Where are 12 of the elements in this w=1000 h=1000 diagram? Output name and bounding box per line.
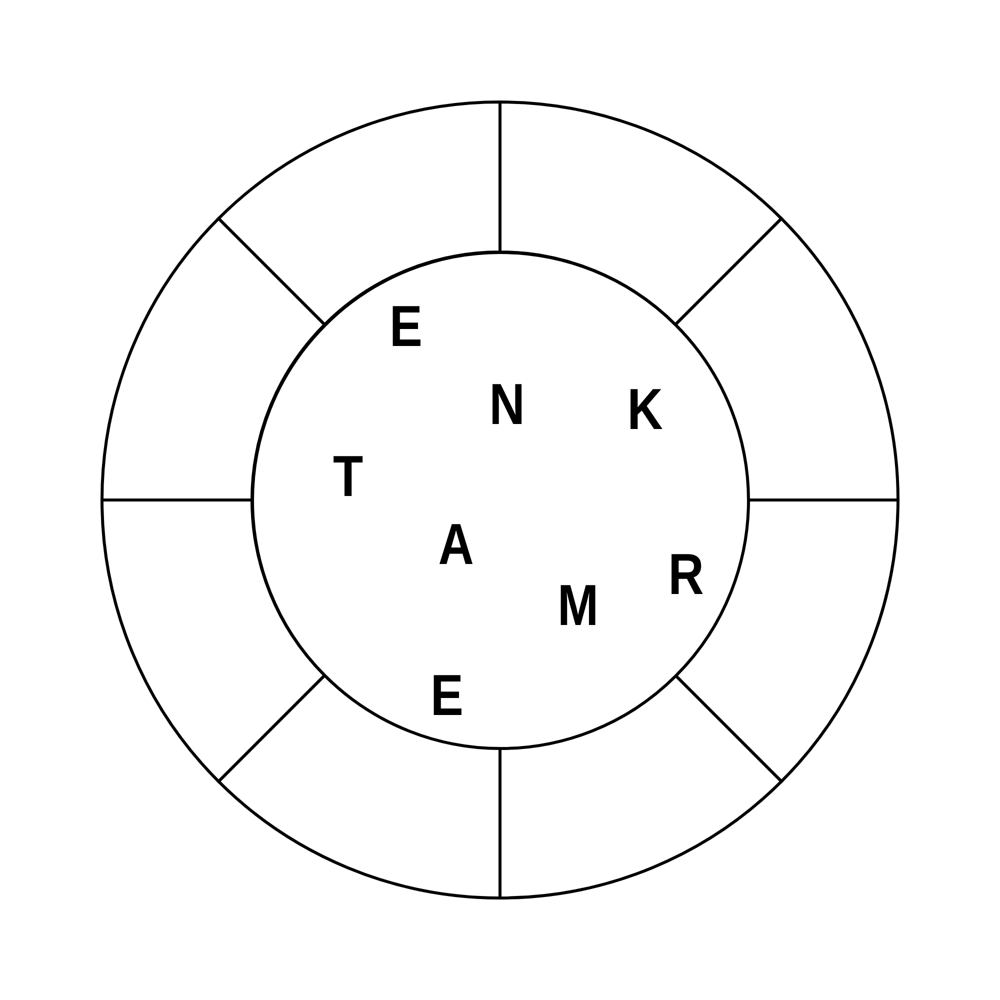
puzzle-letter: E [390, 298, 422, 356]
puzzle-letter: T [332, 448, 364, 506]
puzzle-letter: E [430, 667, 464, 725]
ring-segment [674, 217, 900, 502]
puzzle-letter: M [557, 577, 599, 635]
puzzle-letter: A [438, 516, 474, 574]
ring-segment [498, 674, 783, 900]
ring-segment [100, 498, 326, 783]
ring-segment [100, 217, 326, 502]
puzzle-letter: R [668, 546, 704, 604]
puzzle-letter: K [627, 381, 663, 439]
puzzle-letter: N [489, 376, 525, 434]
